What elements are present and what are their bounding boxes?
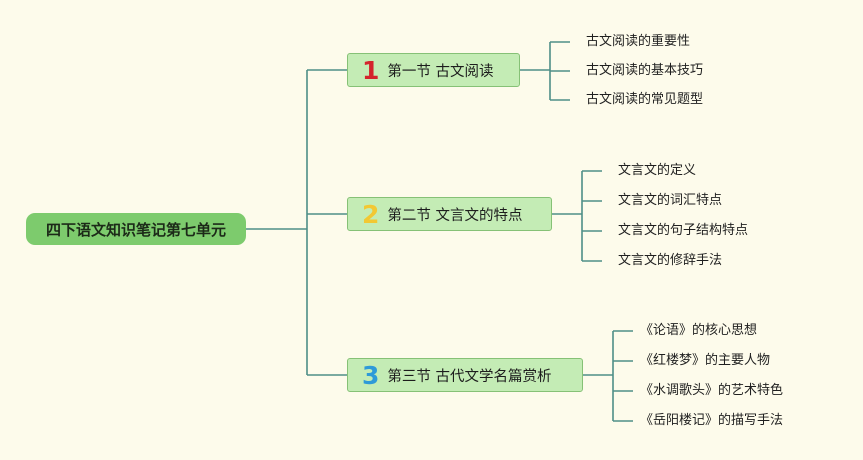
leaf-item[interactable]: 古文阅读的基本技巧 [586, 63, 704, 78]
leaf-item[interactable]: 《红楼梦》的主要人物 [640, 353, 771, 368]
leaf-item[interactable]: 《论语》的核心思想 [640, 323, 758, 338]
leaf-item[interactable]: 《岳阳楼记》的描写手法 [640, 413, 784, 428]
leaf-item[interactable]: 文言文的词汇特点 [618, 193, 723, 208]
root-label: 四下语文知识笔记第七单元 [45, 220, 226, 239]
leaf-item[interactable]: 文言文的句子结构特点 [618, 223, 749, 238]
section-number-3: 3 [362, 360, 380, 390]
leaf-item[interactable]: 古文阅读的重要性 [586, 34, 691, 49]
section-node-1[interactable]: 1 第一节 古文阅读 [347, 53, 520, 87]
leaf-item[interactable]: 文言文的修辞手法 [618, 253, 723, 268]
section-title-2: 第二节 文言文的特点 [387, 207, 523, 224]
section-title-3: 第三节 古代文学名篇赏析 [387, 368, 552, 385]
leaf-item[interactable]: 文言文的定义 [618, 163, 697, 178]
section-title-1: 第一节 古文阅读 [387, 63, 494, 80]
section-number-2: 2 [362, 199, 380, 229]
section-number-1: 1 [362, 55, 380, 85]
leaf-item[interactable]: 古文阅读的常见题型 [586, 92, 704, 107]
leaf-item[interactable]: 《水调歌头》的艺术特色 [640, 383, 784, 398]
section-node-3[interactable]: 3 第三节 古代文学名篇赏析 [347, 358, 583, 392]
root-node[interactable]: 四下语文知识笔记第七单元 [26, 213, 246, 245]
section-node-2[interactable]: 2 第二节 文言文的特点 [347, 197, 552, 231]
